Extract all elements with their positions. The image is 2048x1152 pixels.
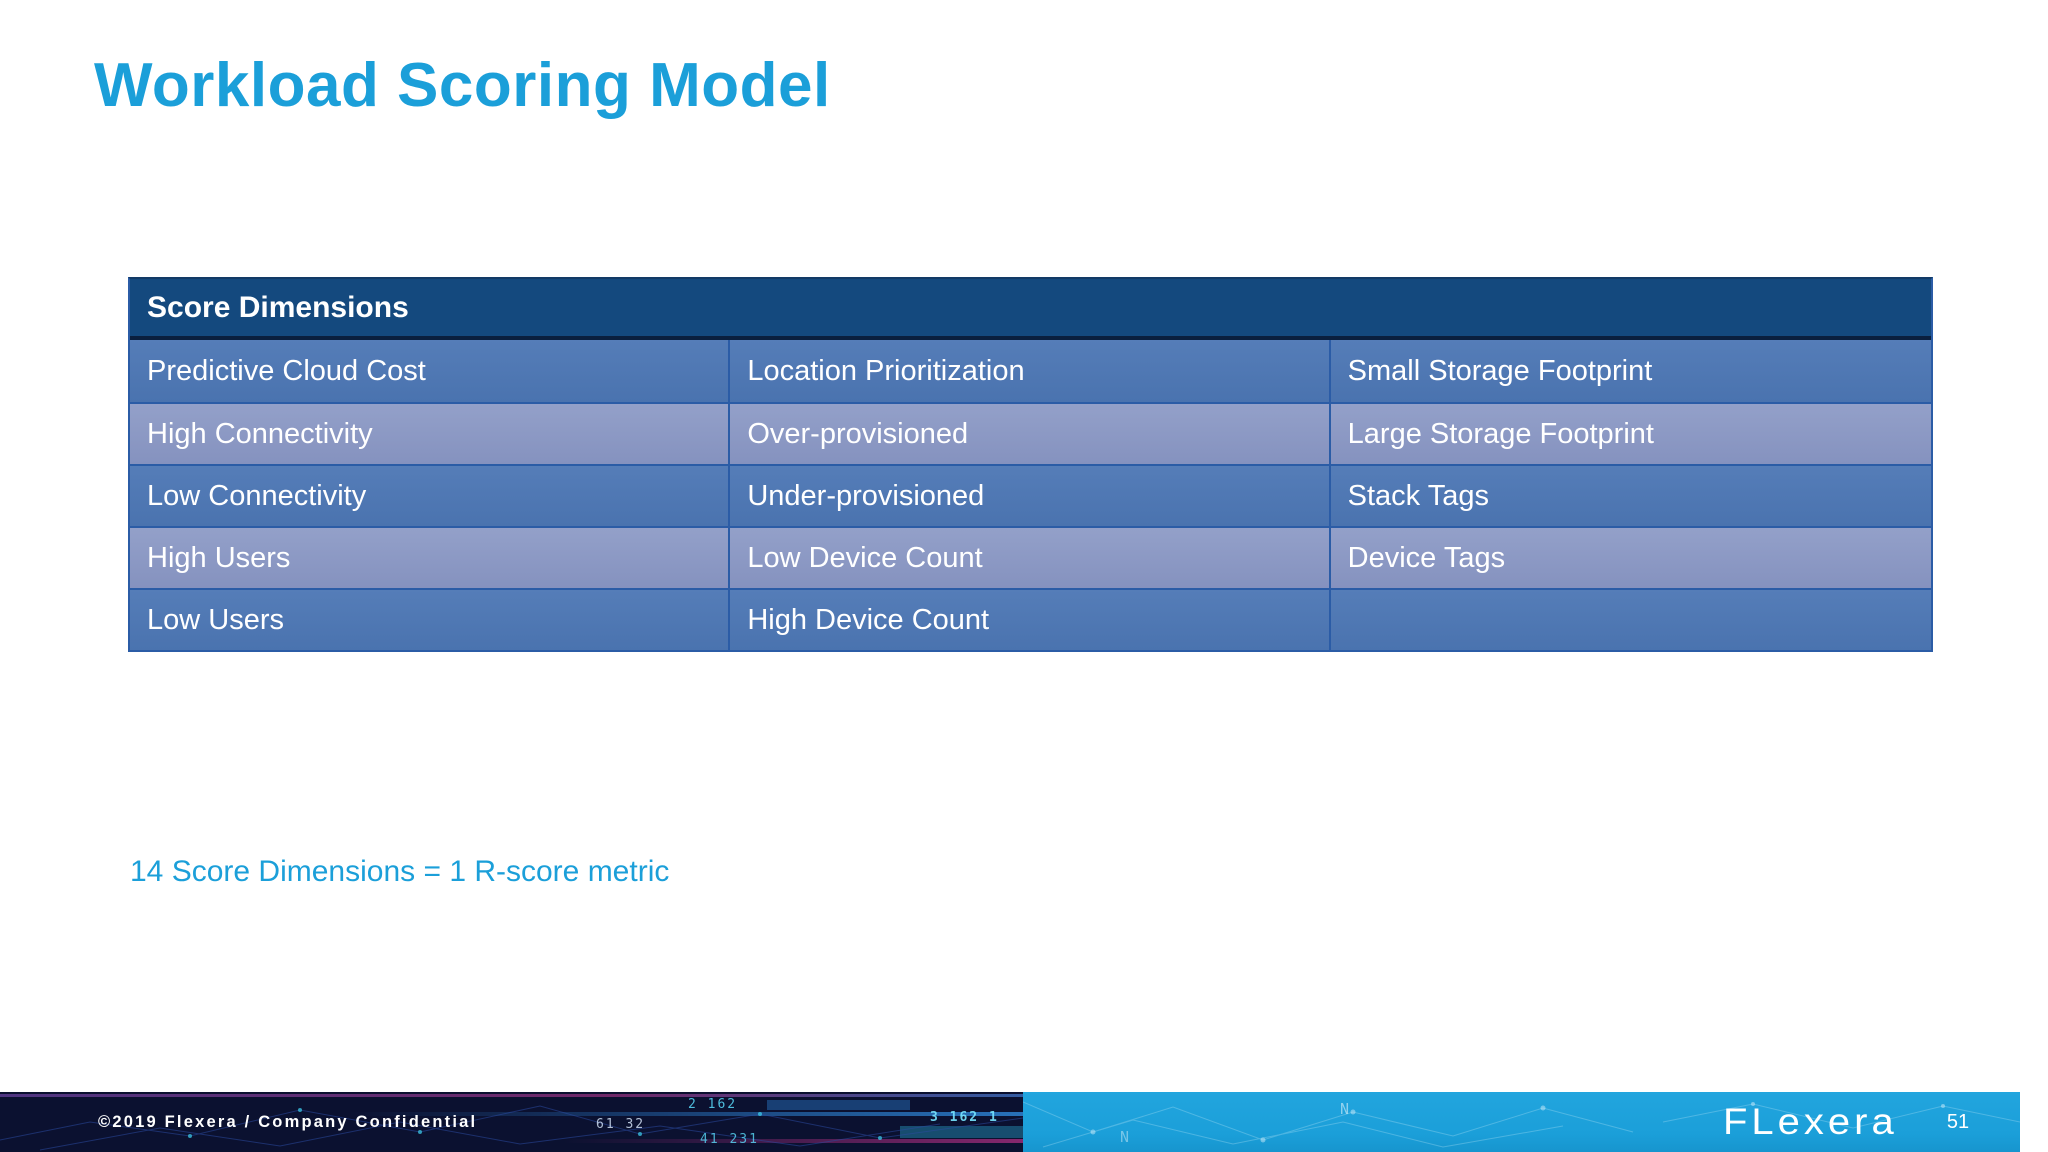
table-cell: Low Device Count [730,526,1331,588]
table-cell: Under-provisioned [730,464,1331,526]
table-cell: Low Users [130,588,731,650]
glitch-block [767,1100,911,1110]
table-cell: Low Connectivity [130,464,731,526]
network-pattern-blue-icon [1023,1101,2020,1148]
table-cell: Large Storage Footprint [1330,402,1931,464]
table-cell: High Device Count [730,588,1331,650]
copyright-text: ©2019 Flexera / Company Confidential [98,1112,478,1131]
table-cell: Predictive Cloud Cost [130,340,731,402]
glitch-block [900,1126,1023,1138]
flexera-logo: FLexera [1723,1101,1898,1142]
table-header: Score Dimensions [130,279,1931,340]
page-number: 51 [1946,1110,1970,1133]
table-cell: Stack Tags [1330,464,1931,526]
footer-blue-panel: FLexera 51 [1023,1092,2020,1152]
table-cell: Device Tags [1330,526,1931,588]
table-cell: Small Storage Footprint [1330,340,1931,402]
table-cell: Over-provisioned [730,402,1331,464]
glitch-streak [347,1112,1023,1116]
glitch-streak [562,1139,1023,1143]
table-cell: High Users [130,526,731,588]
footer-bar: ©2019 Flexera / Company Confidential FLe… [0,1092,2048,1152]
table-cell: Location Prioritization [730,340,1331,402]
glitch-streak [0,1094,1023,1097]
footer-dark-panel: ©2019 Flexera / Company Confidential [0,1092,1023,1152]
table-cell [1330,588,1931,650]
slide-title: Workload Scoring Model [94,51,831,120]
note-text: 14 Score Dimensions = 1 R-score metric [130,855,670,888]
network-pattern-dark-icon [0,1105,1023,1151]
table-cell: High Connectivity [130,402,731,464]
